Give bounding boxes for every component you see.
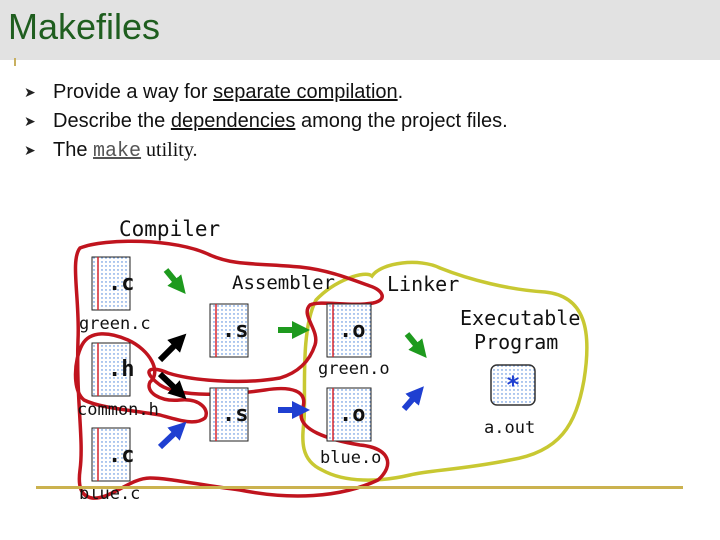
arrow-green-c-to-s: [163, 268, 186, 294]
bullet-arrow-icon: ➤: [24, 113, 36, 129]
bullet-list: ➤ Provide a way for separate compilation…: [24, 78, 508, 165]
title-tick: [14, 58, 16, 66]
linker-outline: [301, 260, 589, 482]
file-green-c-icon: .c: [91, 256, 135, 311]
bullet-item-2: ➤ Describe the dependencies among the pr…: [24, 107, 508, 136]
file-blue-c-ext: .c: [108, 443, 135, 468]
bullet-arrow-icon: ➤: [24, 142, 36, 158]
code-term: make: [93, 140, 142, 163]
assembler-label: Assembler: [232, 272, 335, 294]
blue-c-filename: blue.c: [79, 484, 140, 504]
file-common-h-ext: .h: [108, 357, 135, 382]
slide-title: Makefiles: [8, 6, 161, 47]
arrow-green-o-to-exec: [404, 332, 427, 358]
arrow-h-to-blue-s: [157, 371, 187, 400]
executable-label: Executable: [460, 306, 580, 330]
arrow-blue-o-to-exec: [401, 386, 424, 411]
bullet-item-1: ➤ Provide a way for separate compilation…: [24, 78, 508, 107]
arrow-h-to-green-s: [157, 333, 187, 363]
file-blue-o-icon: .o: [326, 387, 372, 442]
bullet-item-3: ➤ The make utility.: [24, 136, 508, 165]
underlined-term: dependencies: [170, 110, 296, 132]
file-green-o-ext: .o: [339, 318, 366, 343]
linker-label: Linker: [387, 272, 459, 296]
file-green-s-icon: .s: [209, 303, 249, 358]
arrow-blue-c-to-s: [157, 421, 187, 450]
aout-filename: a.out: [484, 418, 535, 438]
green-o-filename: green.o: [318, 359, 390, 379]
footer-rule: [36, 486, 683, 489]
green-c-filename: green.c: [79, 314, 151, 334]
file-blue-s-icon: .s: [209, 387, 249, 442]
executable-symbol: *: [506, 371, 520, 399]
file-blue-o-ext: .o: [339, 402, 366, 427]
bullet-arrow-icon: ➤: [24, 84, 36, 100]
file-green-o-icon: .o: [326, 303, 372, 358]
compiler-label: Compiler: [119, 217, 220, 241]
executable-program-icon: *: [490, 364, 536, 406]
compiler-inner-outline: [73, 332, 208, 424]
file-green-c-ext: .c: [108, 271, 135, 296]
file-common-h-icon: .h: [91, 342, 135, 397]
title-bar: [0, 0, 720, 60]
file-green-s-ext: .s: [222, 318, 249, 343]
file-blue-c-icon: .c: [91, 427, 135, 482]
blue-o-filename: blue.o: [320, 448, 381, 468]
program-label: Program: [474, 330, 558, 354]
common-h-filename: common.h: [77, 400, 159, 420]
file-blue-s-ext: .s: [222, 402, 249, 427]
underlined-term: separate compilation: [213, 81, 398, 103]
